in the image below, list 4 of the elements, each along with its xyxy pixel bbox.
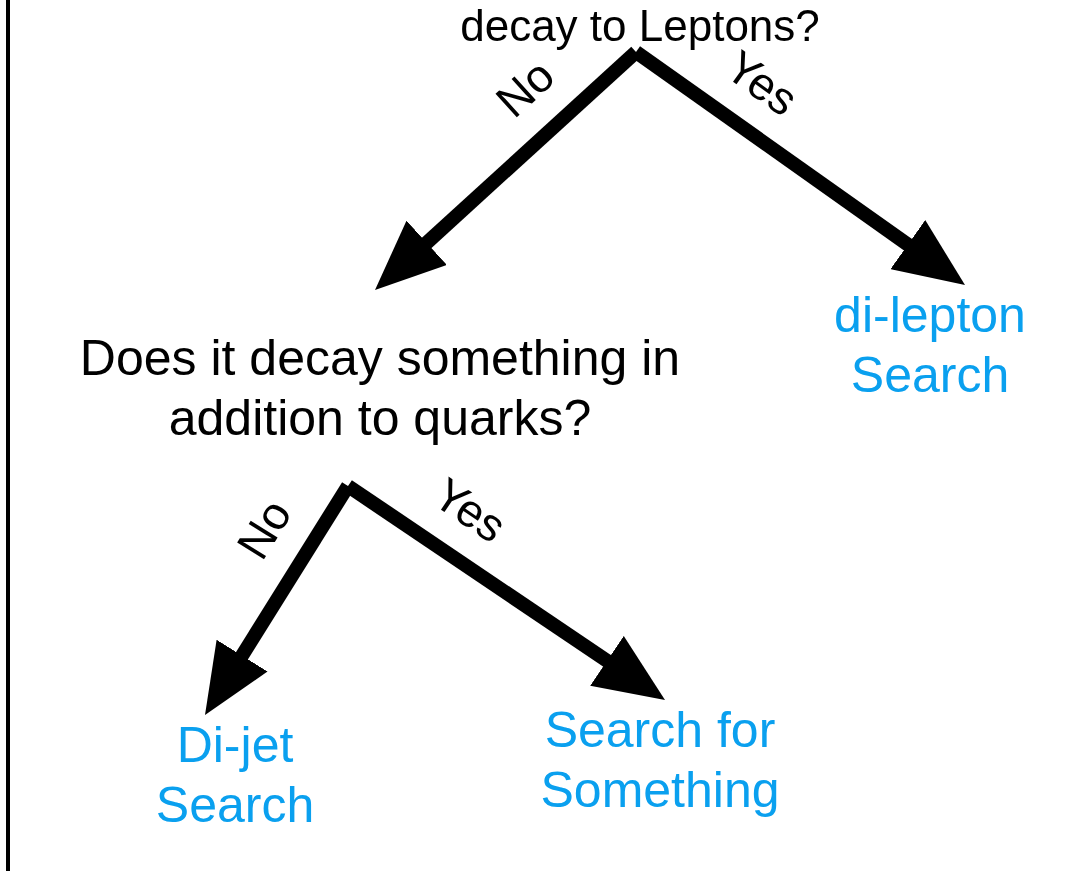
result-label: di-lepton Search	[833, 286, 1027, 405]
result-label: Search for Something	[539, 701, 781, 820]
question-text: Does it decay something in addition to quarks?	[78, 329, 682, 448]
result-label: Di-jet Search	[154, 716, 316, 835]
